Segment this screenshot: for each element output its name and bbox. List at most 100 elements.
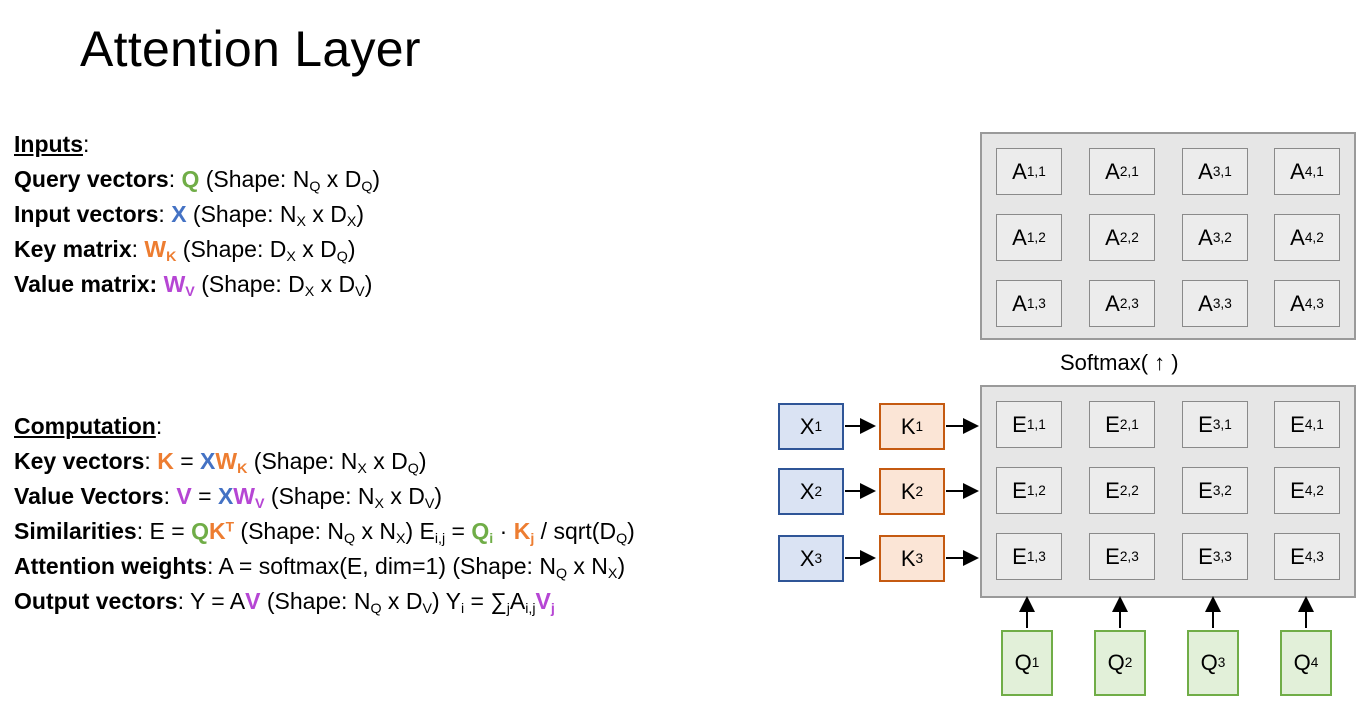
shape-text: (Shape: N [264,483,375,509]
shape-text: ) [617,553,626,579]
softmax-label: Softmax( ↑ ) [1060,350,1179,375]
subscript: Q [361,178,373,195]
similarity-symbol: E [1105,543,1120,569]
subscript: Q [343,530,356,547]
input-vectors-label: Input vectors [14,201,159,227]
query-symbol: Q [191,518,209,544]
shape-text: ) [434,483,443,509]
query-symbol: Q [1293,650,1311,675]
similarity-symbol: E [1012,543,1027,569]
query-symbol: Q [1014,650,1032,675]
subscript: V [424,495,435,512]
subscript: V [255,495,265,512]
subscript: j [530,530,535,547]
shape-text: (Shape: N [260,588,371,614]
input-vectors-line: Input vectors: X (Shape: NX x DX) [14,201,365,230]
subscript: j [550,600,555,617]
shape-text: x D [366,448,408,474]
subscript: V [355,283,365,300]
symbol-text: W [233,483,255,509]
key-shape: (Shape: D [176,236,287,262]
subscript: V [422,600,432,617]
subscript: X [346,213,357,230]
subscript: V [185,283,195,300]
query-symbol: Q [1200,650,1218,675]
subscript: j [506,600,510,617]
shape-text: x N [567,553,608,579]
value-shape: (Shape: D [194,271,305,297]
similarity-symbol: E [1198,543,1213,569]
subscript: Q [555,565,568,582]
similarity-symbol: E [1012,477,1027,503]
subscript: K [166,248,177,265]
value-vectors-label: Value Vectors [14,483,164,509]
attention-symbol: A [1105,224,1120,250]
key-symbol: K [157,448,174,474]
query-vectors-label: Query vectors [14,166,169,192]
attention-symbol: A [1198,290,1213,316]
output-vectors-line: Output vectors: Y = AV (Shape: NQ x DV) … [14,584,635,619]
superscript: T [225,519,235,535]
dot-operator: · [493,518,514,544]
key-symbol: K [900,478,916,504]
similarities-line: Similarities: E = QKT (Shape: NQ x NX) E… [14,514,635,549]
subscript: K [237,460,248,477]
similarities-label: Similarities [14,518,137,544]
symbol-text: K [208,518,226,544]
query-symbol: Q [181,166,200,192]
input-symbol: X [799,545,815,571]
input-symbol: X [799,478,815,504]
subscript: Q [616,530,628,547]
symbol-text: Q [471,518,490,544]
subscript: Q [336,248,348,265]
subscript: X [304,283,315,300]
value-matrix-symbol: WV [164,271,195,300]
shape-text: ) [364,271,373,297]
sqrt-text: / sqrt(D [534,518,617,544]
subscript: X [374,495,384,512]
value-symbol: V [245,588,261,614]
similarity-symbol: E [1012,411,1027,437]
symbol-text: V [535,588,551,614]
symbol-text: A [509,588,526,614]
value-matrix-symbol: WV [233,483,265,512]
attention-symbol: A [1012,158,1027,184]
computation-header: Computation [14,413,156,439]
similarity-symbol: E [1105,411,1120,437]
key-matrix-symbol: WK [215,448,248,477]
key-matrix-symbol: WK [144,236,177,265]
subscript: i,j [434,530,446,547]
inputs-header: Inputs [14,131,83,157]
input-shape: (Shape: N [186,201,297,227]
subscript: Q [309,178,321,195]
shape-text: x D [306,201,347,227]
shape-text: ) Y [431,588,461,614]
shape-text: ) [372,166,381,192]
key-matrix-label: Key matrix [14,236,132,262]
shape-text: x D [381,588,423,614]
inputs-section: Inputs: Query vectors: Q (Shape: NQ x DQ… [14,127,380,302]
similarity-symbol: E [1198,477,1213,503]
shape-text: x D [383,483,425,509]
shape-text: x N [355,518,396,544]
attention-formula: : A = softmax(E, dim=1) (Shape: N [206,553,556,579]
